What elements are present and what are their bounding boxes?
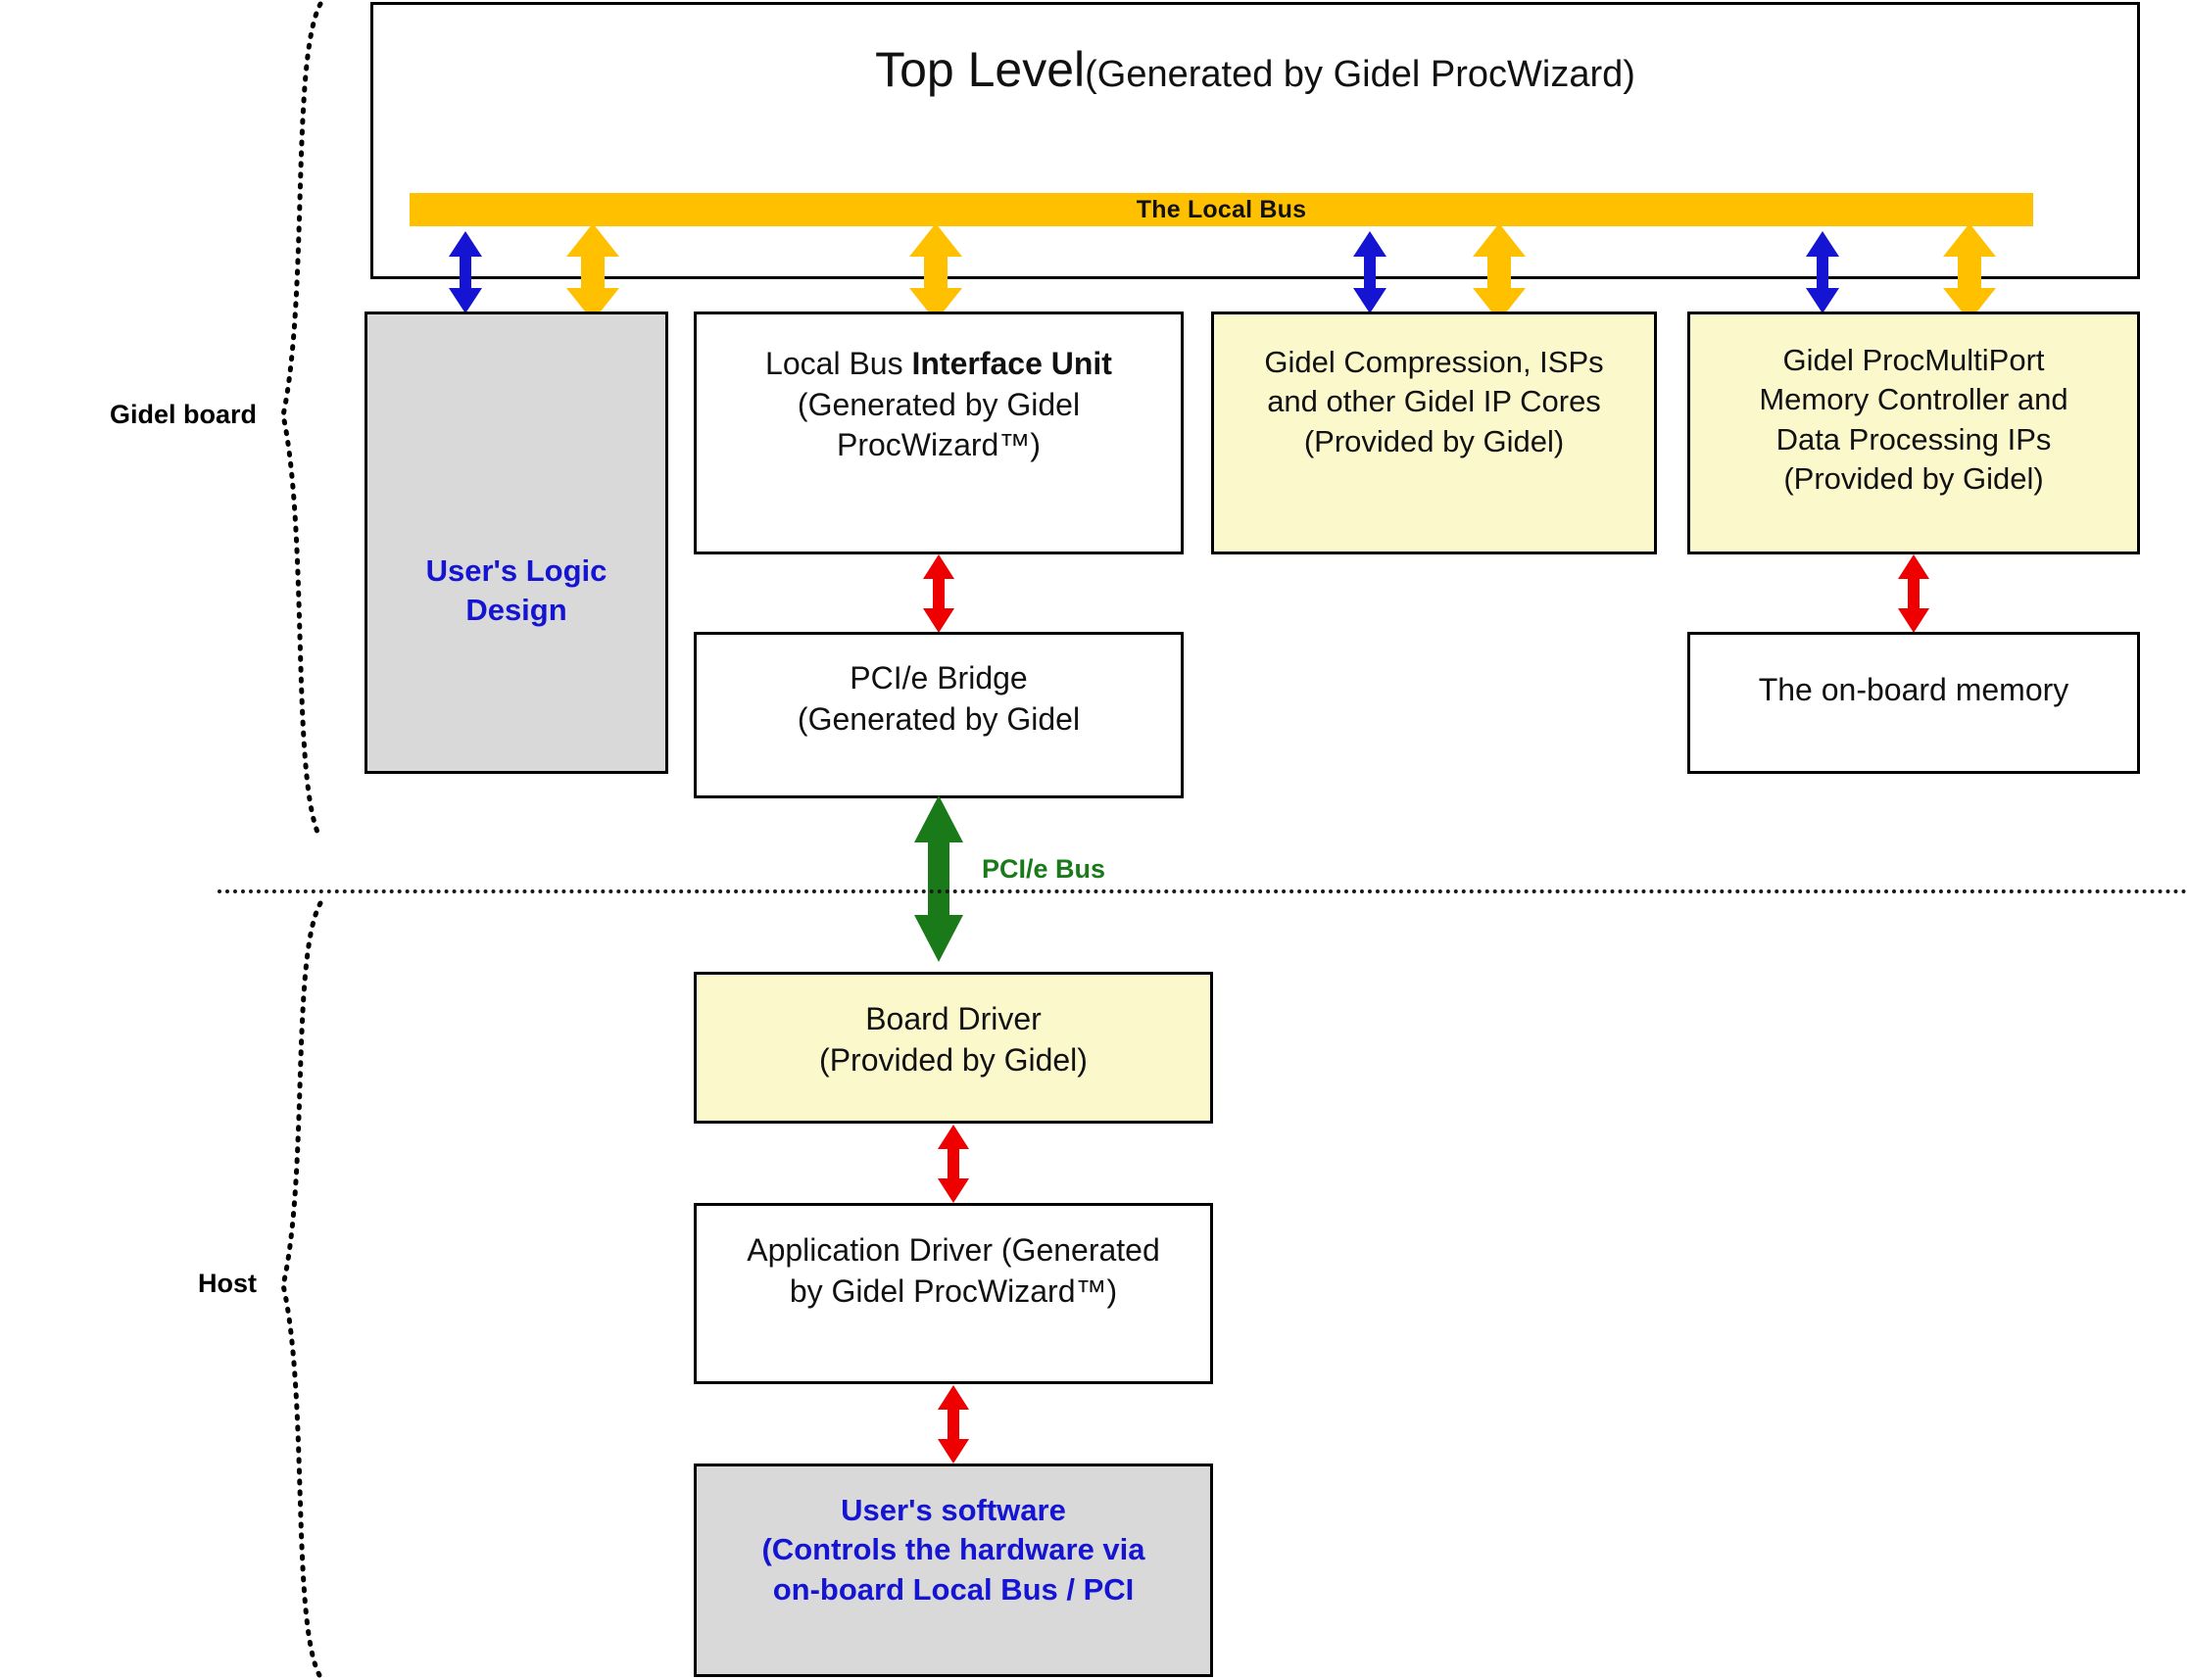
box-procmultiport-line-2: Memory Controller and [1759,382,2068,417]
box-users-software-line-3: on-board Local Bus / PCI [772,1571,1135,1607]
gidel-board-label: Gidel board [109,400,257,429]
box-procmultiport-line-3: Data Processing IPs [1775,421,2052,456]
box-users-logic-design[interactable]: User's Logic Design [365,312,668,774]
arrow-procmultiport-to-memory-red [1893,554,1934,633]
top-level-title-main: Top Level [875,42,1086,97]
arrow-bus-to-interface-unit-yellow [903,223,968,321]
box-ip-cores-line-2: and other Gidel IP Cores [1267,384,1601,419]
box-users-logic-design-line-1: User's Logic [425,553,608,588]
pcie-bus-label: PCI/e Bus [982,854,1106,884]
board-host-separator [218,889,2188,893]
arrow-application-driver-to-users-software-red [933,1385,974,1464]
box-board-driver-line-2: (Provided by Gidel) [819,1041,1088,1078]
host-label: Host [198,1269,257,1298]
box-local-bus-interface-unit[interactable]: Local Bus Interface Unit (Generated by G… [694,312,1184,554]
arrow-bus-to-ip-cores-blue [1347,231,1392,313]
box-procmultiport-line-4: (Provided by Gidel) [1783,460,2044,496]
arrow-bus-to-procmultiport-blue [1800,231,1845,313]
box-interface-unit-line-1: Local Bus Interface Unit [697,344,1181,385]
top-level-title-sub: (Generated by Gidel ProcWizard) [1085,54,1635,95]
box-board-driver[interactable]: Board Driver (Provided by Gidel) [694,972,1213,1124]
box-users-software-line-1: User's software [841,1493,1066,1527]
local-bus-bar: The Local Bus [410,193,2033,226]
box-application-driver-line-2: by Gidel ProcWizard™) [789,1272,1118,1309]
box-ip-cores-line-1: Gidel Compression, ISPs [1264,345,1604,379]
box-procmultiport-line-1: Gidel ProcMultiPort [1782,343,2045,377]
top-level-title: Top Level(Generated by Gidel ProcWizard) [370,41,2140,98]
box-users-software-line-2: (Controls the hardware via [761,1532,1145,1567]
box-ip-cores-line-3: (Provided by Gidel) [1303,423,1565,458]
host-brace [269,899,328,1680]
box-users-software[interactable]: User's software (Controls the hardware v… [694,1464,1213,1677]
local-bus-label: The Local Bus [1136,195,1307,223]
box-board-driver-line-1: Board Driver [865,1001,1042,1036]
box-pcie-bridge-line-2: (Generated by Gidel [797,700,1081,737]
interface-unit-line1b: Interface Unit [911,346,1112,381]
box-on-board-memory[interactable]: The on-board memory [1687,632,2140,774]
box-interface-unit-line-2: (Generated by Gidel [797,386,1081,422]
arrow-board-driver-to-application-driver-red [933,1125,974,1203]
box-pcie-bridge-line-1: PCI/e Bridge [850,660,1028,696]
arrow-interface-unit-to-pcie-bridge-red [918,554,959,633]
box-pcie-bridge[interactable]: PCI/e Bridge (Generated by Gidel [694,632,1184,798]
box-application-driver-line-1: Application Driver (Generated [747,1232,1160,1268]
arrow-bus-to-users-logic-blue [443,231,488,313]
box-gidel-ip-cores[interactable]: Gidel Compression, ISPs and other Gidel … [1211,312,1657,554]
top-level-frame [370,2,2140,279]
box-application-driver[interactable]: Application Driver (Generated by Gidel P… [694,1203,1213,1384]
box-on-board-memory-line-1: The on-board memory [1758,672,2069,707]
box-gidel-procmultiport[interactable]: Gidel ProcMultiPort Memory Controller an… [1687,312,2140,554]
box-interface-unit-line-3: ProcWizard™) [836,427,1041,463]
arrow-bus-to-ip-cores-yellow [1467,223,1532,321]
interface-unit-line1a: Local Bus [765,346,912,381]
gidel-board-brace [269,0,328,842]
box-users-logic-design-line-2: Design [465,593,567,628]
arrow-bus-to-users-logic-yellow [560,223,625,321]
arrow-pcie-bus-green [906,795,971,962]
arrow-bus-to-procmultiport-yellow [1937,223,2002,321]
